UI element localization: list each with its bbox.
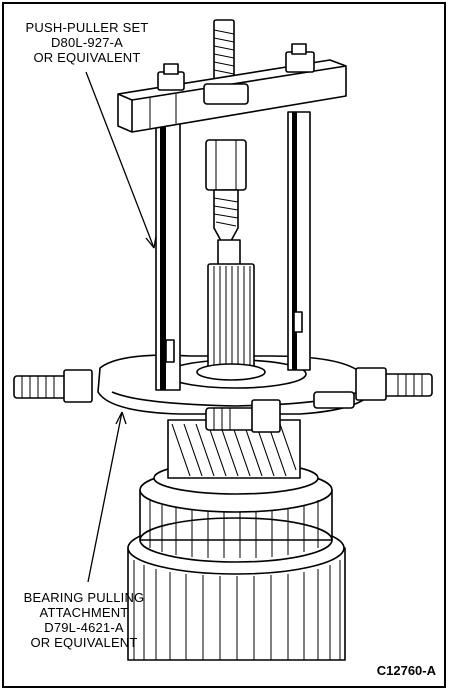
front-plate-bolt — [205, 399, 281, 433]
bearing-attachment-callout: BEARING PULLING ATTACHMENT D79L-4621-A O… — [10, 590, 158, 650]
output-shaft — [196, 239, 266, 381]
push-puller-callout: PUSH-PULLER SET D80L-927-A OR EQUIVALENT — [8, 20, 166, 65]
bearing-attachment-name: BEARING PULLING — [23, 590, 145, 605]
push-puller-name: PUSH-PULLER SET — [25, 20, 149, 35]
right-plate-bolt — [355, 367, 433, 401]
bearing-attachment-leader — [87, 411, 123, 583]
puller-crossbar — [117, 43, 347, 133]
bearing-attachment-type: ATTACHMENT — [39, 605, 129, 620]
push-puller-part-number: D80L-927-A — [50, 35, 124, 50]
crossbar-center-nut — [203, 83, 249, 105]
gear-assembly — [127, 419, 346, 661]
crossbar-left-nut — [157, 63, 185, 91]
forcing-screw — [205, 19, 247, 251]
figure-id: C12760-A — [376, 663, 436, 678]
lower-gear-teeth — [133, 560, 341, 660]
left-plate-bolt — [13, 369, 93, 403]
push-puller-equivalent: OR EQUIVALENT — [33, 50, 141, 65]
leader-lines — [85, 71, 157, 583]
puller-rods — [155, 111, 311, 391]
bearing-attachment-equivalent: OR EQUIVALENT — [30, 635, 138, 650]
crossbar-right-nut — [285, 43, 315, 73]
bearing-attachment-part-number: D79L-4621-A — [44, 620, 124, 635]
push-puller-leader — [85, 71, 155, 249]
